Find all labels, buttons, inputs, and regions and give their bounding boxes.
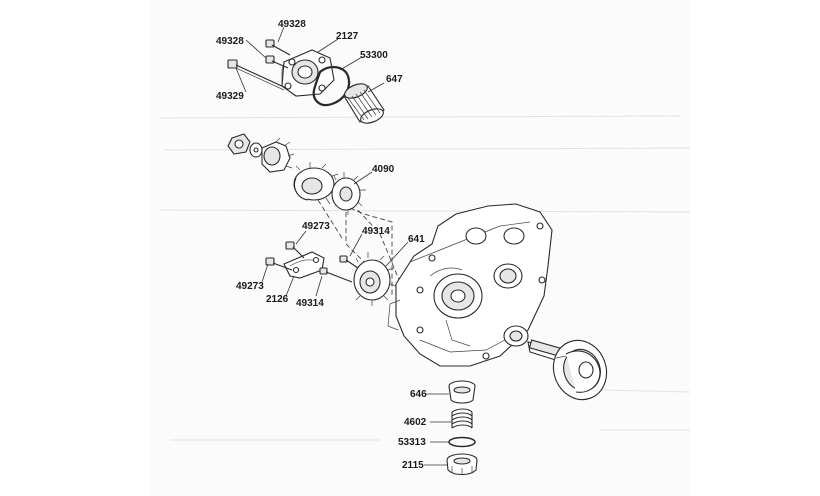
drive-gear-small	[261, 137, 295, 173]
bolt-49273-lower	[265, 257, 293, 271]
o-ring-53300	[312, 66, 351, 107]
label-49329: 49329	[216, 91, 244, 102]
scan-background	[150, 0, 690, 496]
label-2115: 2115	[402, 460, 424, 471]
drain-plug-2115	[446, 453, 478, 476]
part-labels: 49328 49328 2127 53300 647 49329 4090 49…	[216, 19, 427, 471]
label-2127: 2127	[336, 31, 359, 42]
drive-gear-large	[293, 162, 341, 205]
label-49273-upper: 49273	[302, 221, 330, 232]
crankcase-half	[387, 203, 553, 367]
label-49328-top: 49328	[278, 19, 306, 30]
label-49314-lower: 49314	[296, 298, 324, 309]
label-49273-lower: 49273	[236, 281, 264, 292]
bolt-49328-lower	[265, 55, 289, 69]
label-49314-upper: 49314	[362, 226, 390, 237]
bolt-49314-lower	[319, 267, 353, 283]
bolt-49314-upper	[339, 255, 359, 269]
crankshaft-flywheel	[527, 339, 608, 401]
long-bolt-49329	[227, 59, 287, 91]
label-2126: 2126	[266, 294, 289, 305]
label-641: 641	[408, 234, 425, 245]
guide-plate-2126	[283, 251, 325, 279]
bolt-49328-upper	[265, 39, 291, 56]
label-53300: 53300	[360, 50, 388, 61]
label-4602: 4602	[404, 417, 427, 428]
label-646: 646	[410, 389, 427, 400]
oil-filter-647	[343, 83, 385, 124]
bolt-49273-upper	[285, 241, 305, 259]
oil-pump-cover-2127	[281, 49, 335, 97]
label-53313: 53313	[398, 437, 426, 448]
leader-lines	[235, 26, 452, 466]
strainer-cap-646	[448, 380, 476, 404]
label-49328-left: 49328	[216, 36, 244, 47]
spring-4602	[451, 408, 473, 429]
o-ring-53313	[448, 436, 476, 448]
gear-4090	[331, 172, 366, 215]
label-4090: 4090	[372, 164, 395, 175]
nut-and-washers	[227, 133, 263, 158]
label-647: 647	[386, 74, 403, 85]
oil-pump-rotor-641	[353, 252, 397, 306]
